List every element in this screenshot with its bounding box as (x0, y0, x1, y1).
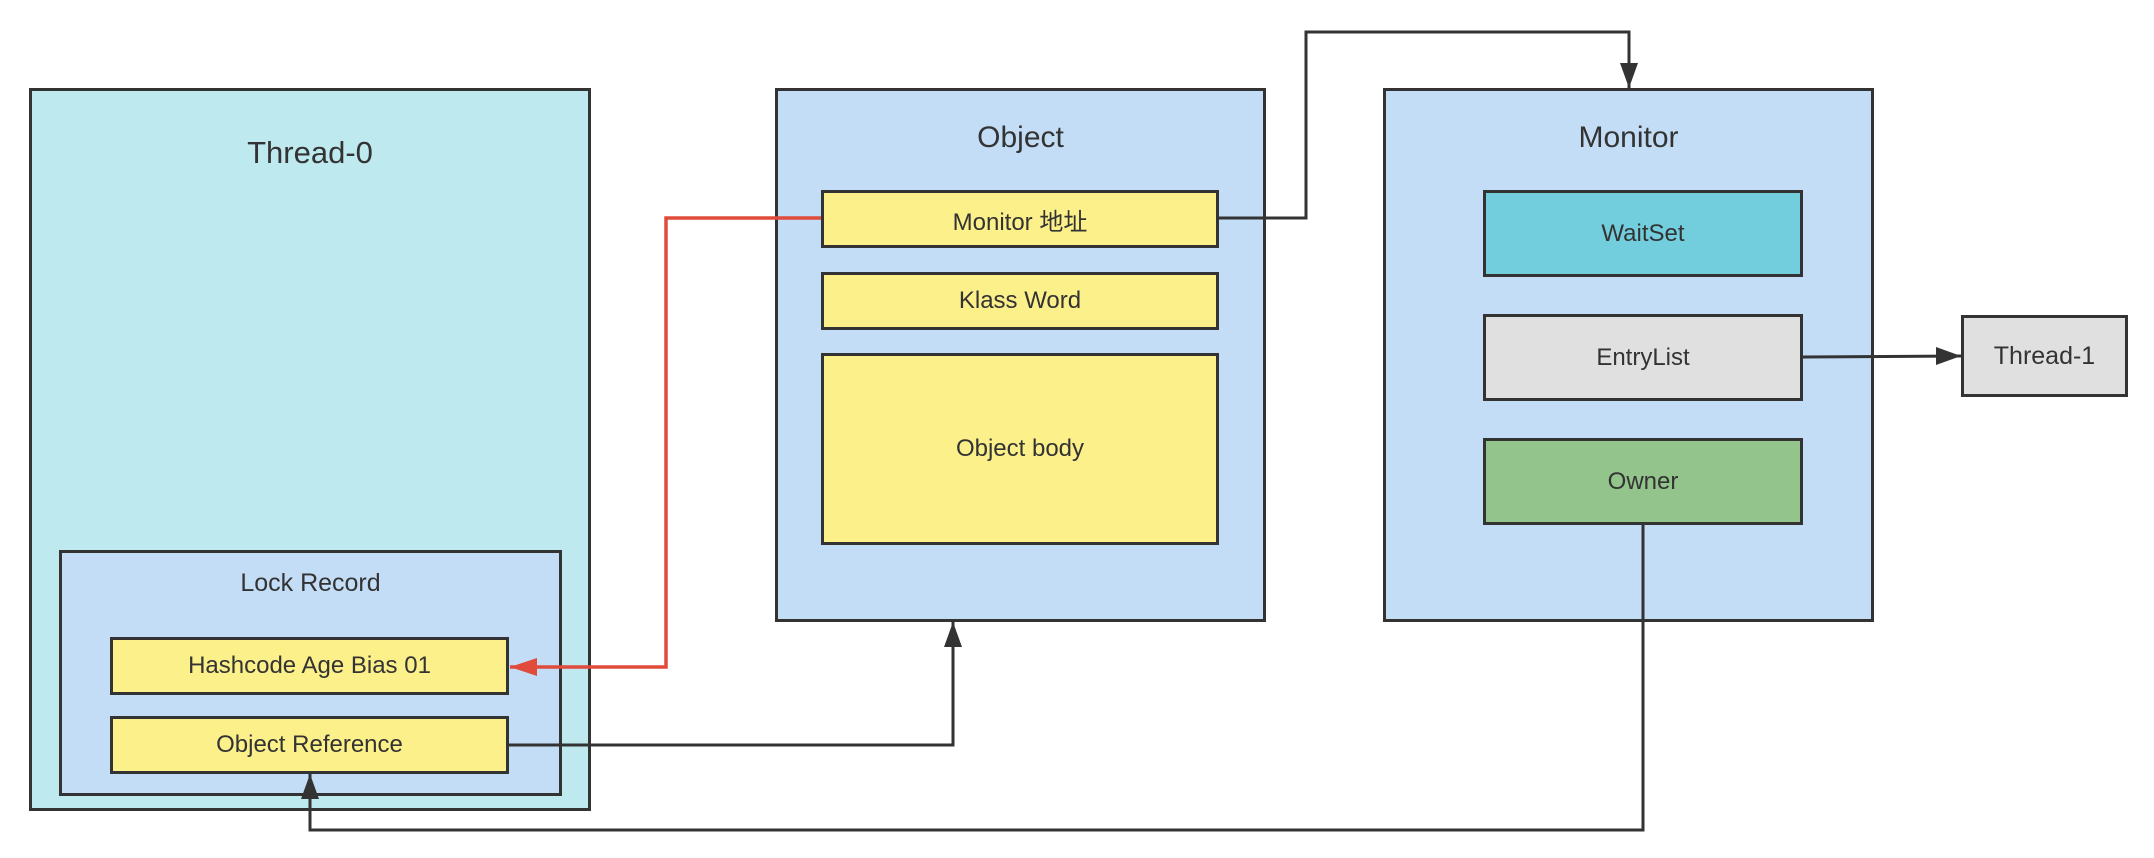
monitor-arrowhead (1620, 63, 1638, 88)
waitset-cell: WaitSet (1483, 190, 1803, 277)
hashcode-age-bias-cell: Hashcode Age Bias 01 (110, 637, 509, 695)
object-body-cell: Object body (821, 353, 1219, 545)
thread-1-box: Thread-1 (1961, 315, 2128, 397)
object-reference-cell: Object Reference (110, 716, 509, 774)
klass-word-cell: Klass Word (821, 272, 1219, 330)
object-arrowhead (944, 622, 962, 647)
thread-1-arrowhead (1936, 347, 1961, 365)
entrylist-cell: EntryList (1483, 314, 1803, 401)
object-title: Object (977, 121, 1064, 154)
monitor-address-cell: Monitor 地址 (821, 190, 1219, 248)
thread-0-title: Thread-0 (247, 135, 373, 170)
lock-record-title: Lock Record (240, 569, 381, 597)
monitor-title: Monitor (1578, 121, 1679, 154)
owner-cell: Owner (1483, 438, 1803, 525)
